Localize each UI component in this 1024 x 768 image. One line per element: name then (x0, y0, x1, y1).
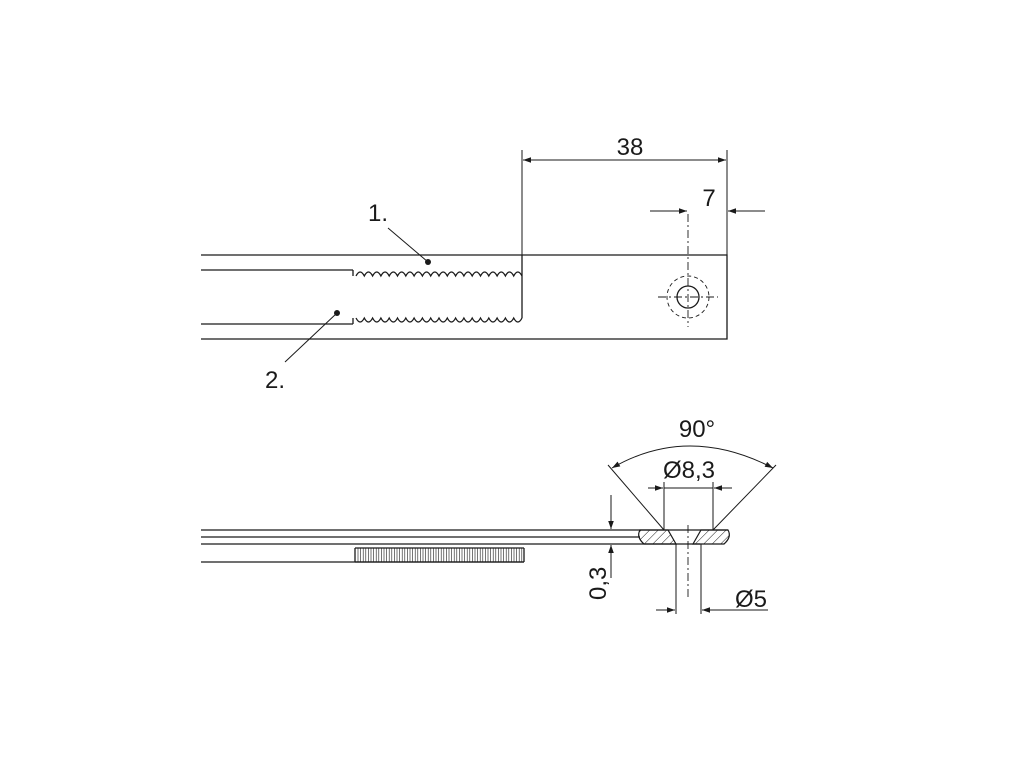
dimension-thickness: 0,3 (585, 495, 614, 600)
hole-diameter-label: Ø5 (735, 586, 767, 613)
side-rack-teeth (357, 548, 523, 562)
rack-teeth-upper (355, 271, 523, 278)
side-view (201, 525, 730, 614)
countersink-section-right (691, 529, 730, 545)
callout-1: 1. (368, 200, 431, 265)
dimension-label-7: 7 (702, 185, 715, 212)
leader-line-1 (387, 227, 429, 263)
dimension-90-degrees: 90° (607, 416, 777, 531)
leader-line-2 (284, 312, 338, 363)
callout-label-2: 2. (265, 367, 285, 394)
top-view (201, 214, 728, 340)
dimension-7: 7 (650, 185, 765, 214)
thickness-label: 0,3 (585, 567, 612, 600)
angle-leg-right (712, 464, 777, 531)
angle-label: 90° (679, 416, 715, 443)
rack-teeth-lower (355, 316, 523, 323)
callout-label-1: 1. (368, 200, 388, 227)
leader-dot-1 (425, 259, 431, 265)
dimension-hole-diameter: Ø5 (656, 586, 768, 613)
dimension-label-38: 38 (617, 134, 644, 161)
dimension-38: 38 (521, 134, 728, 255)
countersink-section-left (638, 529, 678, 545)
callout-2: 2. (265, 310, 340, 394)
angle-leg-left (607, 464, 665, 531)
angle-arc (611, 445, 774, 469)
dimension-countersink-diameter: Ø8,3 (648, 457, 732, 530)
strip-outline-top-view (201, 254, 728, 340)
countersink-diameter-label: Ø8,3 (663, 457, 715, 484)
leader-dot-2 (334, 310, 340, 316)
